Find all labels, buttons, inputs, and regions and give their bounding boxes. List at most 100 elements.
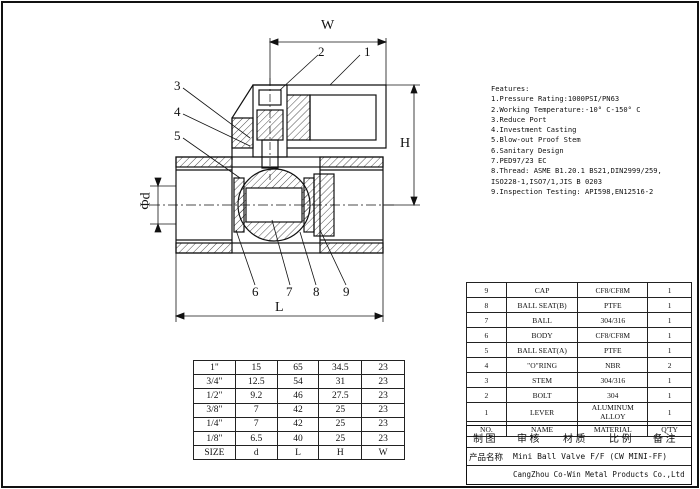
table-cell: 54 (276, 374, 320, 390)
table-cell: 1/8" (193, 430, 236, 447)
table-cell: BALL SEAT(B) (505, 297, 579, 313)
callout-1: 1 (364, 44, 371, 59)
table-cell: SIZE (193, 445, 236, 461)
table-cell: 1 (647, 372, 692, 388)
table-cell: 4 (466, 357, 507, 373)
table-cell: BALL (505, 312, 579, 328)
table-cell: 23 (361, 430, 405, 447)
table-cell: 27.5 (318, 388, 363, 404)
table-cell: PTFE (577, 297, 649, 313)
table-cell: CF8/CF8M (577, 327, 649, 343)
table-cell: 9 (466, 282, 507, 298)
callout-9: 9 (343, 284, 350, 299)
role-drafter: 制 图 (473, 434, 496, 445)
product-label: 产品名称 (469, 452, 504, 462)
role-reviewer: 审 核 (517, 434, 540, 445)
feature-item: ISO228-1,ISO7/1,JIS B 0203 (491, 176, 603, 186)
table-cell: 7 (466, 312, 507, 328)
table-cell: 304/316 (577, 312, 649, 328)
table-cell: STEM (505, 372, 579, 388)
callout-6: 6 (252, 284, 259, 299)
table-cell: 25 (318, 430, 363, 447)
table-cell: L (276, 445, 320, 461)
feature-item: 4.Investment Casting (491, 125, 577, 135)
valve-body (150, 156, 395, 254)
table-cell: 6.5 (234, 430, 278, 447)
table-cell: CAP (505, 282, 579, 298)
table-cell: LEVER (505, 402, 579, 422)
table-cell: 1 (647, 312, 692, 328)
feature-item: 9.Inspection Testing: API598,EN12516-2 (491, 186, 654, 196)
table-cell: PTFE (577, 342, 649, 358)
table-cell: 304 (577, 387, 649, 403)
feature-item: 6.Sanitary Design (491, 145, 564, 155)
callout-4: 4 (174, 104, 181, 119)
table-cell: W (361, 445, 405, 461)
table-cell: 1/4" (193, 416, 236, 432)
table-cell: 9.2 (234, 388, 278, 404)
table-cell: 23 (361, 359, 405, 376)
table-cell: 7 (234, 402, 278, 418)
table-cell: 1 (466, 402, 507, 422)
leader-lines (182, 54, 361, 286)
table-cell: 1 (647, 282, 692, 298)
table-cell: 42 (276, 402, 320, 418)
table-cell: BALL SEAT(A) (505, 342, 579, 358)
features-list: Features: 1.Pressure Rating:1000PSI/PN63… (491, 84, 696, 197)
title-block: 制 图 审 核 材 质 比 例 备 注 产品名称 Mini Ball Valve… (466, 425, 692, 485)
table-cell: 1 (647, 342, 692, 358)
table-cell: 1" (193, 359, 236, 376)
table-cell: CF8/CF8M (577, 282, 649, 298)
table-cell: 6 (466, 327, 507, 343)
feature-item: 3.Reduce Port (491, 114, 547, 124)
table-cell: d (234, 445, 278, 461)
role-scale: 比 例 (609, 434, 632, 445)
role-remarks: 备 注 (653, 434, 676, 445)
table-cell: 3/4" (193, 374, 236, 390)
dimension-lines (150, 38, 420, 322)
table-cell: 23 (361, 416, 405, 432)
table-cell: 65 (276, 359, 320, 376)
table-cell: 34.5 (318, 359, 363, 376)
table-cell: 8 (466, 297, 507, 313)
table-cell: "O"RING (505, 357, 579, 373)
role-material: 材 质 (563, 434, 586, 445)
table-cell: ALUMINUM ALLOY (577, 402, 649, 422)
table-cell: 304/316 (577, 372, 649, 388)
table-cell: 15 (234, 359, 278, 376)
table-cell: 1 (647, 297, 692, 313)
table-cell: 1 (647, 387, 692, 403)
table-cell: 40 (276, 430, 320, 447)
callout-3: 3 (174, 78, 181, 93)
table-cell: 12.5 (234, 374, 278, 390)
callout-5: 5 (174, 128, 181, 143)
callout-2: 2 (318, 44, 325, 59)
table-cell: NBR (577, 357, 649, 373)
table-cell: 3/8" (193, 402, 236, 418)
company-name: CangZhou Co-Win Metal Products Co.,Ltd (513, 470, 685, 479)
table-cell: 25 (318, 416, 363, 432)
dimension-w-label: W (321, 18, 335, 33)
table-cell: H (318, 445, 363, 461)
table-cell: 1/2" (193, 388, 236, 404)
feature-item: 5.Blow-out Proof Stem (491, 135, 581, 145)
table-cell: 23 (361, 374, 405, 390)
table-cell: 1 (647, 402, 692, 422)
table-cell: BOLT (505, 387, 579, 403)
table-cell: BODY (505, 327, 579, 343)
table-cell: 23 (361, 388, 405, 404)
feature-item: 7.PED97/23 EC (491, 156, 547, 166)
